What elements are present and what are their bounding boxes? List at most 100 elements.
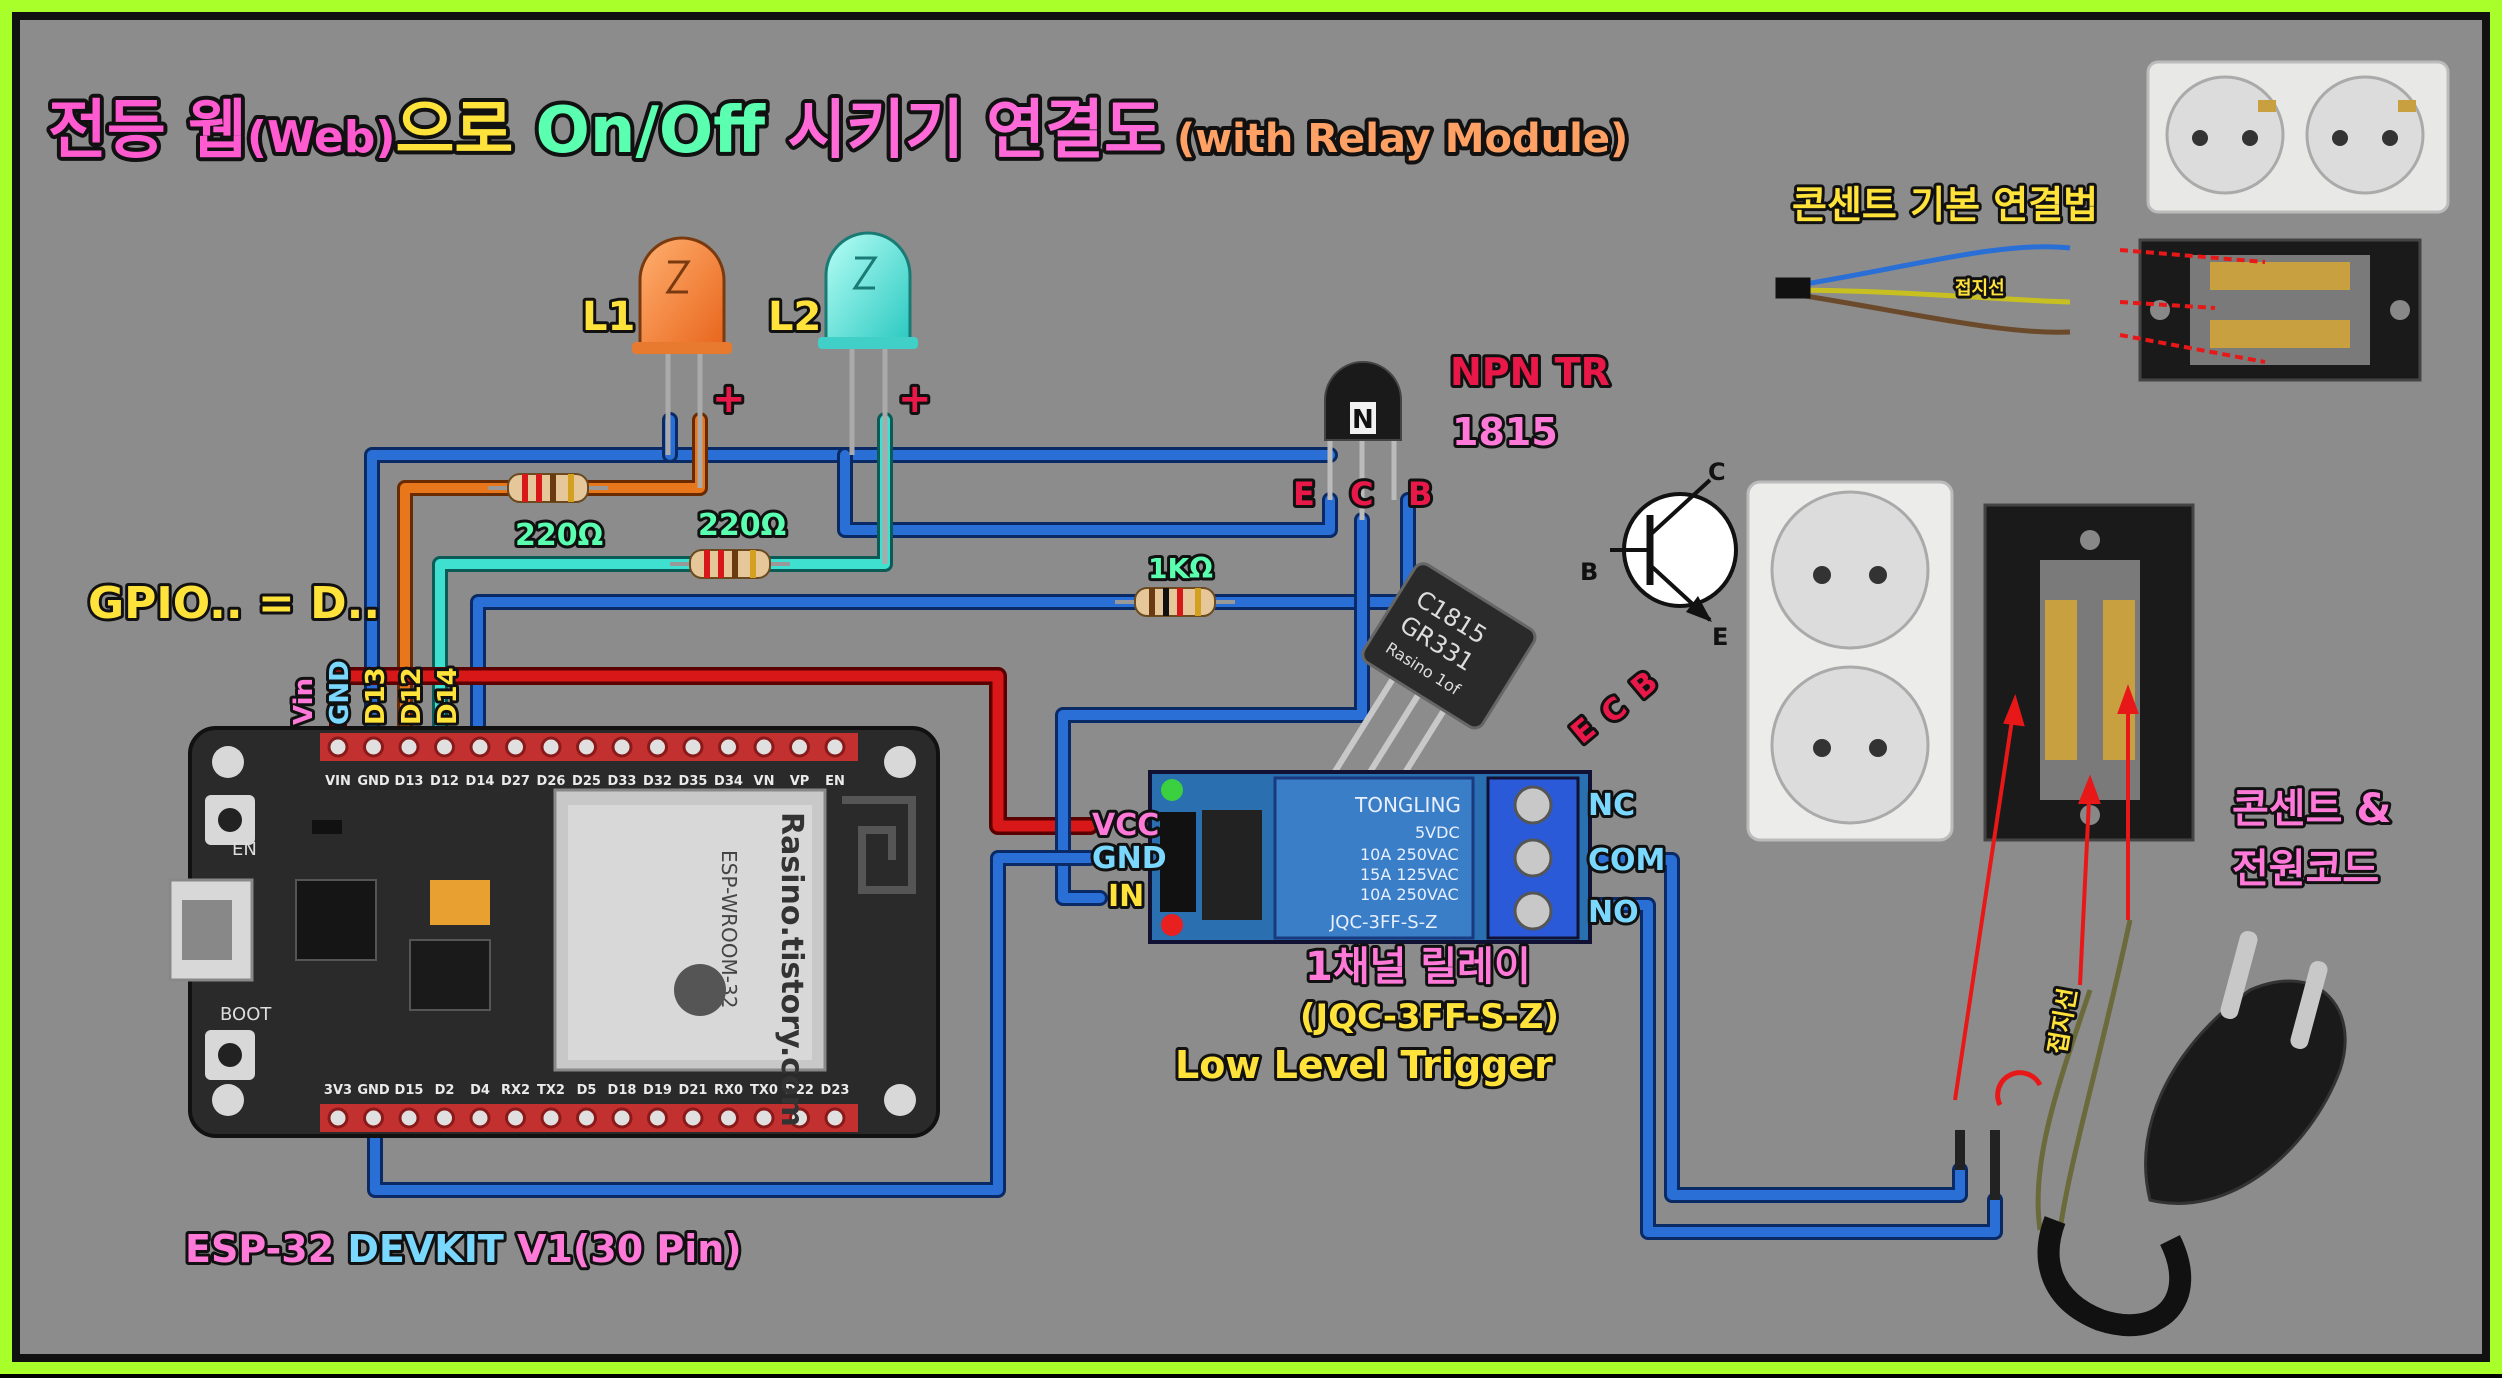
led-l1 <box>632 236 732 488</box>
bottom-pin-hole <box>718 1107 739 1129</box>
board-boot-label: BOOT <box>220 1004 272 1025</box>
led-l2 <box>818 231 918 564</box>
top-pin-hole <box>363 736 384 758</box>
title-part7: (with Relay Module) <box>1163 116 1628 162</box>
top-pin-hole <box>611 736 633 758</box>
top-pin-label: VP <box>790 774 810 789</box>
bottom-pin-hole <box>576 1107 597 1129</box>
transistor-photo: C1815 GR331 Rasino 1of <box>1324 562 1537 819</box>
power-plug <box>1955 919 2347 1337</box>
bottom-pin-hole <box>647 1107 668 1129</box>
top-pin-hole <box>682 736 704 758</box>
transistor-number: 1815 <box>1452 410 1558 454</box>
relay-vcc-label: VCC <box>1092 808 1159 843</box>
top-pin-hole <box>540 736 562 758</box>
title-part3: 으로 <box>395 94 535 168</box>
relay-in-label: IN <box>1108 879 1144 914</box>
bottom-pin-hole <box>682 1107 704 1129</box>
top-pin-label: VN <box>754 774 775 789</box>
led-l2-plus: + <box>898 376 932 422</box>
relay-spec1: 10A 250VAC <box>1360 845 1459 864</box>
bottom-pin-label: D5 <box>577 1083 597 1098</box>
top-pin-label: D14 <box>466 774 495 789</box>
transistor-b-label: B <box>1408 475 1432 513</box>
bottom-pin-label: D15 <box>395 1083 424 1098</box>
bottom-pin-hole <box>540 1107 562 1129</box>
top-pin-hole <box>327 736 349 758</box>
transistor-title: NPN TR <box>1450 350 1610 394</box>
relay-code: JQC-3FF-S-Z <box>1329 912 1437 933</box>
board-pin-vin-label: Vin <box>289 678 319 725</box>
bottom-pin-label: D2 <box>435 1083 455 1098</box>
top-pin-hole <box>576 736 597 758</box>
outlet-backplate-top <box>2138 238 2422 382</box>
top-pin-hole <box>824 736 846 758</box>
top-pin-label: D26 <box>537 774 566 789</box>
resistor-r1-label: 220Ω <box>515 518 603 553</box>
board-en-label: EN <box>232 839 257 860</box>
cord-indicator-lines <box>1953 684 2139 1101</box>
bottom-pin-hole <box>505 1107 526 1129</box>
outlet-basic-title: 콘센트 기본 연결법 <box>1792 183 2098 227</box>
board-pin-d13-label: D13 <box>361 667 391 725</box>
bottom-pin-hole <box>363 1107 384 1129</box>
top-pin-label: VIN <box>325 774 351 789</box>
top-pin-label: D25 <box>572 774 601 789</box>
bottom-pin-label: RX2 <box>501 1083 530 1098</box>
relay-module: TONGLING 5VDC 10A 250VAC 15A 125VAC 10A … <box>1148 770 1592 944</box>
bottom-pin-hole <box>824 1107 846 1129</box>
outlet-top-photo <box>2146 60 2450 214</box>
top-pin-hole <box>647 736 668 758</box>
relay-com-label: COM <box>1588 843 1665 878</box>
bottom-pin-label: D22 <box>785 1083 814 1098</box>
top-pin-hole <box>505 736 526 758</box>
top-pin-label: EN <box>825 774 845 789</box>
board-name: ESP-32 DEVKIT V1(30 Pin) <box>185 1227 742 1271</box>
bottom-pin-label: GND <box>357 1083 390 1098</box>
outlet-title-2: 전원코드 <box>2232 846 2379 892</box>
bottom-pin-label: D19 <box>643 1083 672 1098</box>
bottom-pin-hole <box>789 1107 810 1129</box>
relay-spec2: 15A 125VAC <box>1360 865 1459 884</box>
title-part4: On/Off <box>536 94 767 168</box>
symbol-c-label: C <box>1708 458 1726 486</box>
relay-spec3: 10A 250VAC <box>1360 885 1459 904</box>
top-pin-label: D27 <box>501 774 530 789</box>
led-l1-plus: + <box>712 376 746 422</box>
bottom-pin-label: 3V3 <box>324 1083 352 1098</box>
transistor-symbol <box>1610 478 1738 622</box>
relay-model: (JQC-3FF-S-Z) <box>1300 997 1559 1037</box>
bottom-pin-hole <box>753 1107 775 1129</box>
relay-title: 1채널 릴레이 <box>1305 944 1531 990</box>
bottom-pin-label: TX0 <box>750 1083 778 1098</box>
top-pin-hole <box>789 736 810 758</box>
transistor-e-label: E <box>1293 475 1315 513</box>
top-pin-label: D32 <box>643 774 672 789</box>
relay-nc-label: NC <box>1588 788 1635 823</box>
bottom-pin-label: TX2 <box>537 1083 565 1098</box>
relay-brand: TONGLING <box>1354 793 1461 817</box>
resistor-r2-label: 220Ω <box>698 508 786 543</box>
bottom-pin-label: D18 <box>608 1083 637 1098</box>
bottom-pin-label: D4 <box>470 1083 490 1098</box>
relay-trigger: Low Level Trigger <box>1175 1043 1553 1087</box>
top-pin-label: D35 <box>679 774 708 789</box>
bottom-pin-hole <box>611 1107 633 1129</box>
gpio-note: GPIO.. = D.. <box>88 578 380 629</box>
title-part2: (Web) <box>247 112 396 163</box>
outlet-wall-photo <box>1746 480 1954 842</box>
outlet-title-1: 콘센트 & <box>2232 786 2391 832</box>
relay-gnd-label: GND <box>1092 841 1167 876</box>
bottom-pin-hole <box>398 1107 420 1129</box>
symbol-b-label: B <box>1580 558 1598 586</box>
bottom-pin-label: D23 <box>821 1083 850 1098</box>
top-pin-label: D13 <box>395 774 424 789</box>
top-pin-label: GND <box>357 774 390 789</box>
relay-no-label: NO <box>1588 895 1639 930</box>
title-part5: 시키기 <box>765 94 986 168</box>
resistor-r1 <box>488 473 608 503</box>
transistor-npn: N <box>1324 361 1402 520</box>
